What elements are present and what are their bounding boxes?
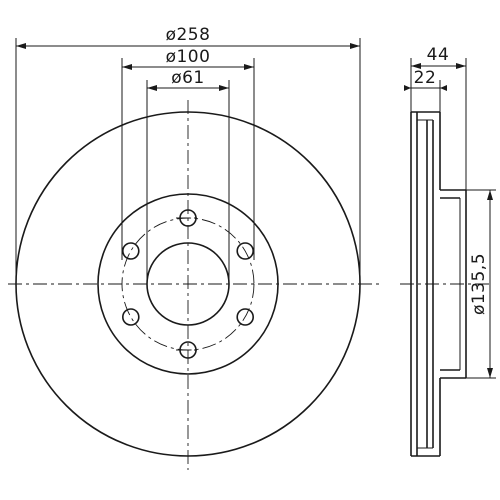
bolt-hole — [236, 242, 254, 260]
dimension-overall-thickness: 44 — [427, 45, 450, 65]
dimension-hub-hole: ø61 — [171, 68, 205, 88]
front-dimensions: ø258 ø100 ø61 — [15, 25, 361, 284]
side-dimensions: 44 22 ø135,5 — [404, 45, 496, 379]
bolt-hole — [122, 242, 140, 260]
bolt-holes — [122, 209, 254, 359]
side-view — [400, 111, 490, 457]
dimension-center-bore: ø100 — [166, 47, 211, 67]
dimension-hat-diameter: ø135,5 — [469, 253, 489, 315]
front-view — [8, 100, 380, 470]
bolt-hole — [122, 308, 140, 326]
bolt-hole — [236, 308, 254, 326]
dimension-disc-thickness: 22 — [414, 68, 437, 88]
dimension-outer-diameter: ø258 — [166, 25, 211, 45]
